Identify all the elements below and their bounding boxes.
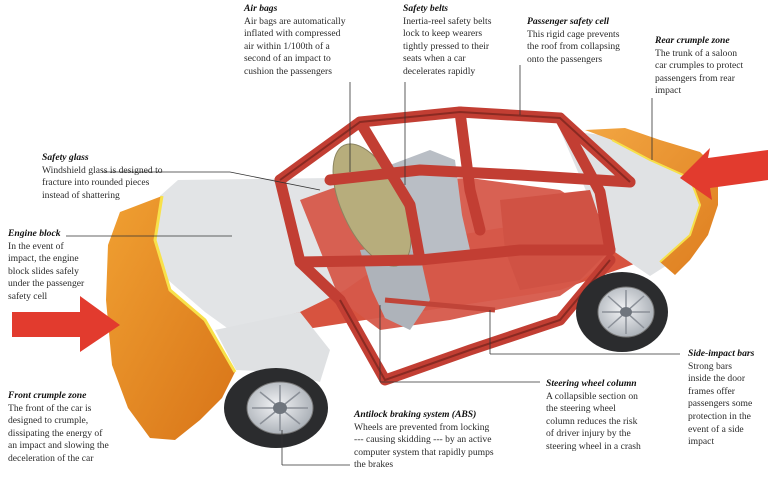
label-title: Rear crumple zone <box>655 35 730 46</box>
leader-lines <box>66 65 680 466</box>
label-passenger-safety-cell: Passenger safety cell This rigid cage pr… <box>527 16 620 66</box>
front-impact-arrow <box>12 296 120 352</box>
label-desc: The front of the car is designed to crum… <box>8 402 109 464</box>
front-seat <box>360 245 430 330</box>
label-desc: A collapsible section on the steering wh… <box>546 390 641 452</box>
label-steering-wheel-column: Steering wheel column A collapsible sect… <box>546 378 641 454</box>
label-desc: Inertia-reel safety belts lock to keep w… <box>403 15 492 77</box>
front-crumple-zone-shape <box>106 196 235 440</box>
label-title: Side-impact bars <box>688 348 755 359</box>
label-title: Steering wheel column <box>546 378 637 389</box>
label-title: Safety belts <box>403 3 449 14</box>
label-title: Antilock braking system (ABS) <box>354 409 477 420</box>
front-wheel <box>224 368 328 448</box>
label-title: Engine block <box>8 228 61 239</box>
label-safety-glass: Safety glass Windshield glass is designe… <box>42 152 163 202</box>
rear-crumple-zone-shape <box>585 128 718 275</box>
label-engine-block: Engine block In the event of impact, the… <box>8 228 84 304</box>
rear-wheel <box>576 272 668 352</box>
label-rear-crumple-zone: Rear crumple zone The trunk of a saloon … <box>655 35 743 98</box>
door-panel <box>500 190 610 290</box>
rear-body-panel <box>560 130 705 276</box>
label-air-bags: Air bags Air bags are automatically infl… <box>244 3 346 79</box>
label-desc: This rigid cage prevents the roof from c… <box>527 28 620 65</box>
label-title: Front crumple zone <box>8 390 87 401</box>
front-fender-panel <box>215 312 330 382</box>
label-desc: Air bags are automatically inflated with… <box>244 15 346 77</box>
steering-column-shape <box>384 297 496 313</box>
rear-impact-arrow <box>680 148 768 200</box>
label-desc: Windshield glass is designed to fracture… <box>42 164 163 201</box>
label-safety-belts: Safety belts Inertia-reel safety belts l… <box>403 3 491 79</box>
label-title: Safety glass <box>42 152 89 163</box>
label-side-impact-bars: Side-impact bars Strong bars inside the … <box>688 348 754 449</box>
label-front-crumple-zone: Front crumple zone The front of the car … <box>8 390 109 466</box>
label-title: Passenger safety cell <box>527 16 610 27</box>
label-desc: The trunk of a saloon car crumples to pr… <box>655 47 744 97</box>
label-title: Air bags <box>244 3 278 14</box>
label-desc: Strong bars inside the door frames offer… <box>688 360 753 448</box>
label-desc: Wheels are prevented from locking --- ca… <box>354 421 494 471</box>
label-desc: In the event of impact, the engine block… <box>8 240 85 302</box>
label-abs: Antilock braking system (ABS) Wheels are… <box>354 409 494 472</box>
